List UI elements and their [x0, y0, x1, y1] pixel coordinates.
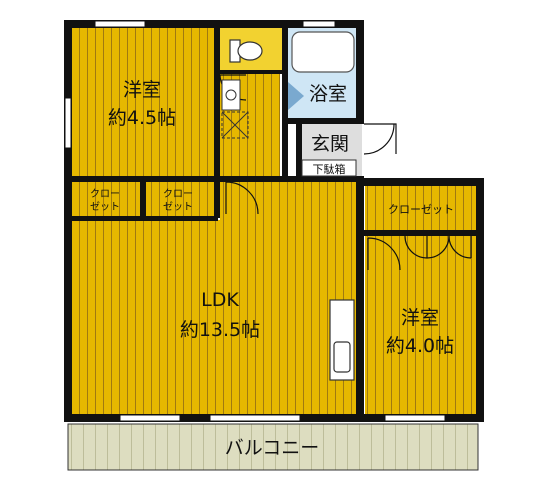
bathroom-name: 浴室: [309, 83, 347, 105]
ldk-floor: [72, 220, 357, 416]
balcony-name: バルコニー: [225, 437, 320, 459]
western-room-2-floor: [365, 236, 477, 416]
shoe-box-label: 下駄箱: [313, 162, 346, 176]
closet-c-floor: [365, 186, 477, 230]
closet-b-floor: [146, 182, 214, 216]
windows: [64, 20, 446, 422]
western-room-1-size: 約4.5帖: [108, 107, 176, 129]
ldk-size: 約13.5帖: [180, 319, 260, 341]
ldk-name: LDK: [201, 289, 239, 311]
sink-icon: [221, 79, 241, 111]
western-room-2-size: 約4.0帖: [386, 335, 454, 357]
closet-a-label-2: ゼット: [90, 201, 120, 213]
closet-b-label-2: ゼット: [163, 201, 193, 213]
toilet-icon: [229, 39, 263, 63]
entrance-name: 玄関: [311, 133, 349, 155]
kitchen-counter-icon: [329, 299, 355, 381]
washer-icon: [221, 111, 249, 139]
closet-b-label-1: クロー: [163, 188, 193, 200]
balcony-floor: [67, 423, 479, 471]
western-room-1-name: 洋室: [123, 79, 161, 101]
bath-door-icon: [288, 82, 304, 110]
western-room-2-name: 洋室: [401, 307, 439, 329]
shoe-box-rect: [301, 159, 357, 177]
bathtub-icon: [291, 31, 355, 73]
closet-c-label: クローゼット: [388, 203, 454, 216]
doors: [219, 74, 472, 271]
closet-a-floor: [72, 182, 140, 216]
western-room-1-floor: [70, 28, 215, 176]
ldk-upper-floor: [220, 180, 357, 224]
closet-a-label-1: クロー: [90, 188, 120, 200]
